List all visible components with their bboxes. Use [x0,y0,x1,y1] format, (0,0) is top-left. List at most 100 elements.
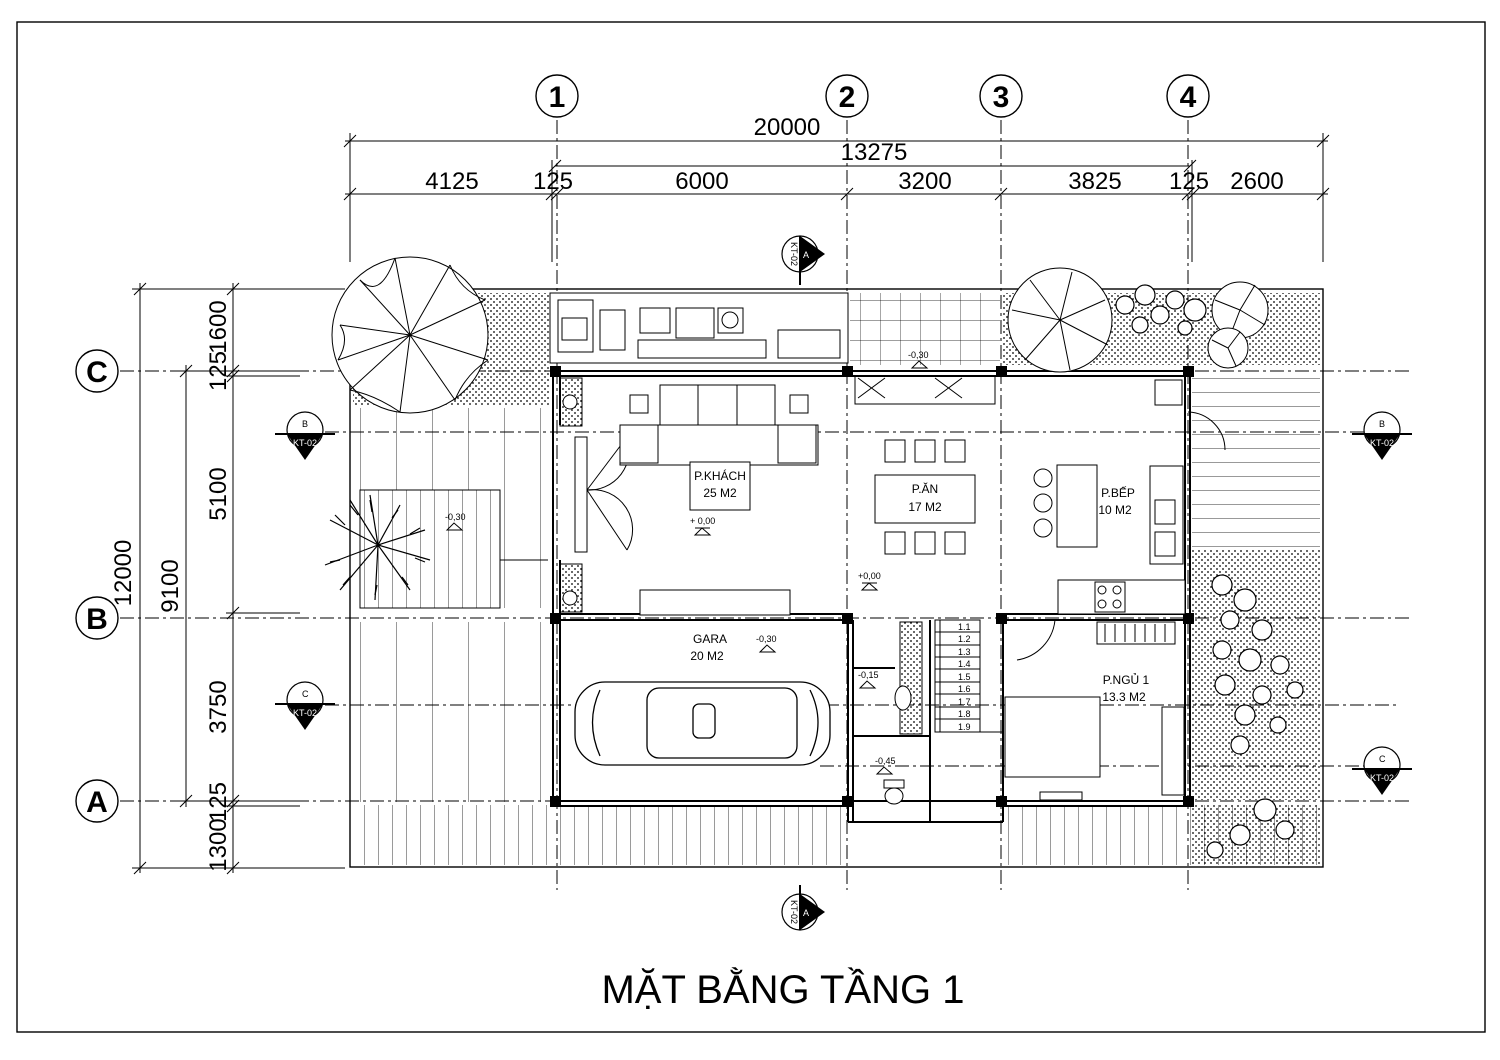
tiled-walkway-top [850,293,1000,365]
dining-table-set [874,439,976,555]
axis-bubble-2: 2 [825,74,869,118]
room-name-bep: P.BẾP [1101,485,1135,500]
level-top: -0,30 [908,350,929,360]
left-dimension-lines [132,282,345,875]
svg-text:1.7: 1.7 [958,697,971,707]
bedroom-furniture [1004,621,1185,801]
level-left: -0,30 [445,512,466,522]
top-dimension-lines [343,133,1330,262]
svg-text:3750: 3750 [205,680,232,733]
car-outline [574,681,831,766]
shrubs-top-right [1115,284,1207,336]
section-mark-c-right: C KT-02 [1352,746,1412,795]
svg-text:A: A [86,786,108,819]
level-gara: -0,30 [756,634,777,644]
left-dimension-labels: 12000 9100 1600 125 5100 3750 125 1300 [110,300,232,871]
svg-text:B: B [86,603,108,636]
room-name-ngu1: P.NGỦ 1 [1103,672,1150,687]
axis-bubble-a: A [75,779,119,823]
stair-step-labels: 1.1 1.2 1.3 1.4 1.5 1.6 1.7 1.8 1.9 [958,622,971,732]
svg-text:A: A [803,908,809,918]
drawing-title: MẶT BẰNG TẦNG 1 [601,966,964,1012]
level-symbol-wc2 [875,766,894,775]
level-dining: +0,00 [858,571,881,581]
svg-text:1.5: 1.5 [958,672,971,682]
svg-text:1.1: 1.1 [958,622,971,632]
room-area-khach: 25 M2 [703,486,737,500]
dim-top-seg-2: 125 [533,168,573,195]
svg-text:1: 1 [549,81,566,114]
svg-text:KT-02: KT-02 [1370,773,1394,783]
room-name-gara: GARA [693,632,727,646]
left-terrace-fill [360,490,500,608]
shrubs-right-garden [1206,574,1304,859]
svg-text:3: 3 [993,81,1010,114]
svg-text:125: 125 [205,782,232,822]
svg-text:KT-02: KT-02 [1370,438,1394,448]
dining-entry-doors [854,375,996,405]
axis-bubble-3: 3 [979,74,1023,118]
svg-text:B: B [1379,419,1385,429]
wc-basin [894,685,912,711]
level-wc1: -0,15 [858,670,879,680]
axis-bubble-b: B [75,596,119,640]
paving-bottom [353,805,848,865]
svg-text:5100: 5100 [205,467,232,520]
dim-top-seg-4: 3200 [898,168,951,195]
structural-columns [550,366,1194,807]
svg-text:1.2: 1.2 [958,634,971,644]
tree-top-right [1007,267,1113,373]
level-symbol-gara [758,644,777,653]
svg-text:1.3: 1.3 [958,647,971,657]
level-symbol-wc1 [858,680,877,689]
svg-text:1300: 1300 [205,818,232,871]
room-name-an: P.ĂN [912,481,938,496]
level-symbol-top [910,360,929,369]
svg-text:KT-02: KT-02 [789,900,799,924]
section-mark-b-left: B KT-02 [275,411,335,460]
svg-text:2: 2 [839,81,856,114]
svg-text:1.8: 1.8 [958,709,971,719]
svg-text:C: C [1379,754,1386,764]
dim-sub-width: 13275 [841,139,908,166]
dim-top-seg-6: 125 [1169,168,1209,195]
terrace-furniture [557,299,841,359]
living-room-furniture [619,384,819,616]
dim-top-seg-5: 3825 [1068,168,1121,195]
svg-text:1600: 1600 [205,300,232,353]
section-mark-a-bottom: A KT-02 [781,885,825,931]
svg-text:12000: 12000 [110,540,137,607]
room-area-an: 17 M2 [908,500,942,514]
section-mark-b-right: B KT-02 [1352,411,1412,460]
level-symbol-main [693,527,712,536]
svg-text:4: 4 [1180,81,1197,114]
svg-text:A: A [803,250,809,260]
svg-text:B: B [302,419,308,429]
tree-top-left [331,256,489,414]
svg-text:C: C [302,689,309,699]
svg-text:1.6: 1.6 [958,684,971,694]
dim-overall-width: 20000 [754,114,821,141]
svg-text:9100: 9100 [157,559,184,612]
staircase [934,619,1003,733]
level-main: + 0,00 [690,516,715,526]
svg-text:KT-02: KT-02 [789,242,799,266]
paving-left-lower [353,622,548,802]
paving-right-upper [1192,372,1320,547]
svg-text:1.4: 1.4 [958,659,971,669]
svg-text:KT-02: KT-02 [293,708,317,718]
room-area-ngu1: 13.3 M2 [1102,690,1146,704]
svg-text:C: C [86,356,108,389]
garden-right-lower [1192,550,1320,800]
room-area-gara: 20 M2 [690,649,724,663]
sheet-border [16,21,1486,1033]
level-wc2: -0,45 [875,756,896,766]
svg-text:KT-02: KT-02 [293,438,317,448]
kitchen-fixtures [1033,379,1186,615]
axis-bubble-1: 1 [535,74,579,118]
room-area-bep: 10 M2 [1098,503,1132,517]
level-symbol-left [445,522,464,531]
dim-top-seg-7: 2600 [1230,168,1283,195]
level-symbol-dining [860,582,879,591]
